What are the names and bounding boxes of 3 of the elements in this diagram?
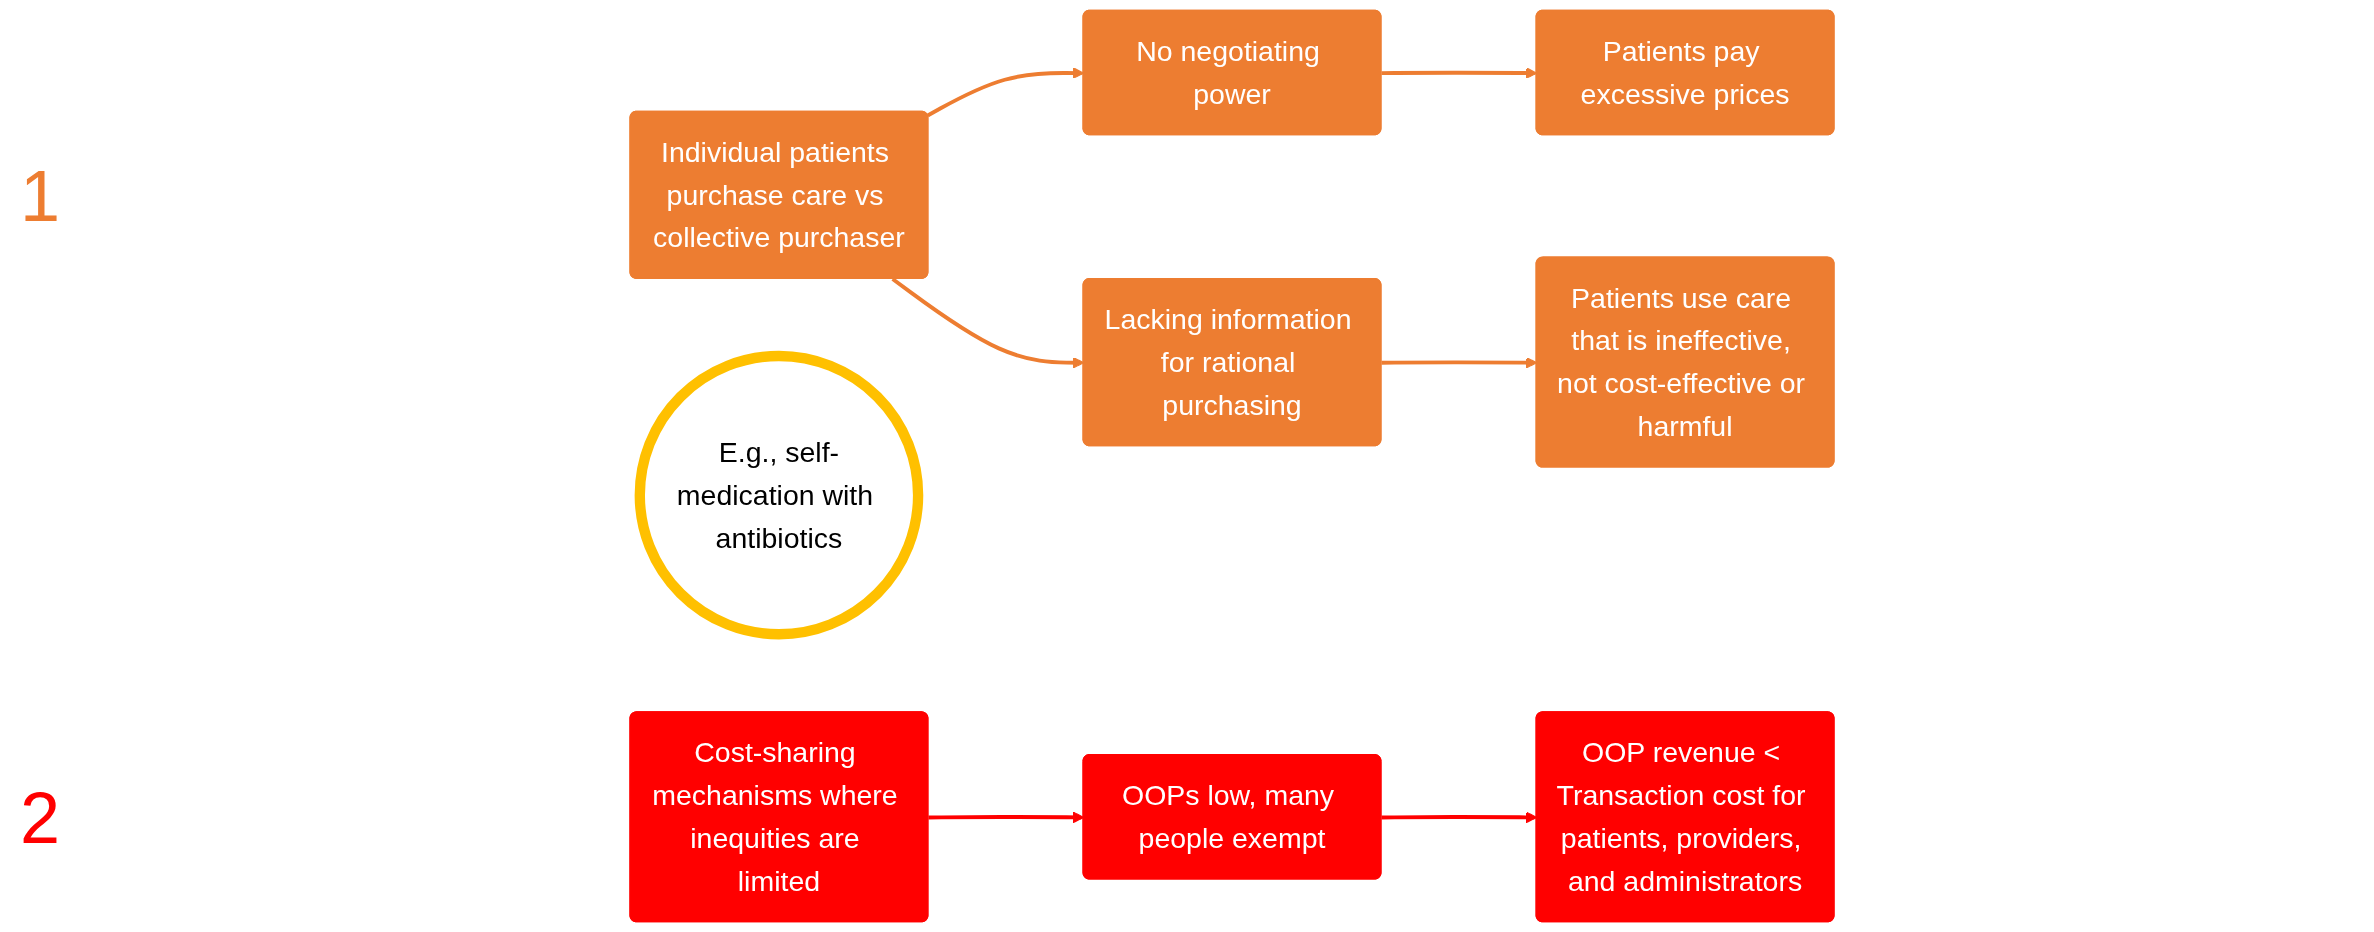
row-number: 2	[20, 776, 61, 859]
node-circle: E.g., self-medication with antibiotics	[634, 350, 924, 640]
row-number: 1	[20, 154, 61, 237]
